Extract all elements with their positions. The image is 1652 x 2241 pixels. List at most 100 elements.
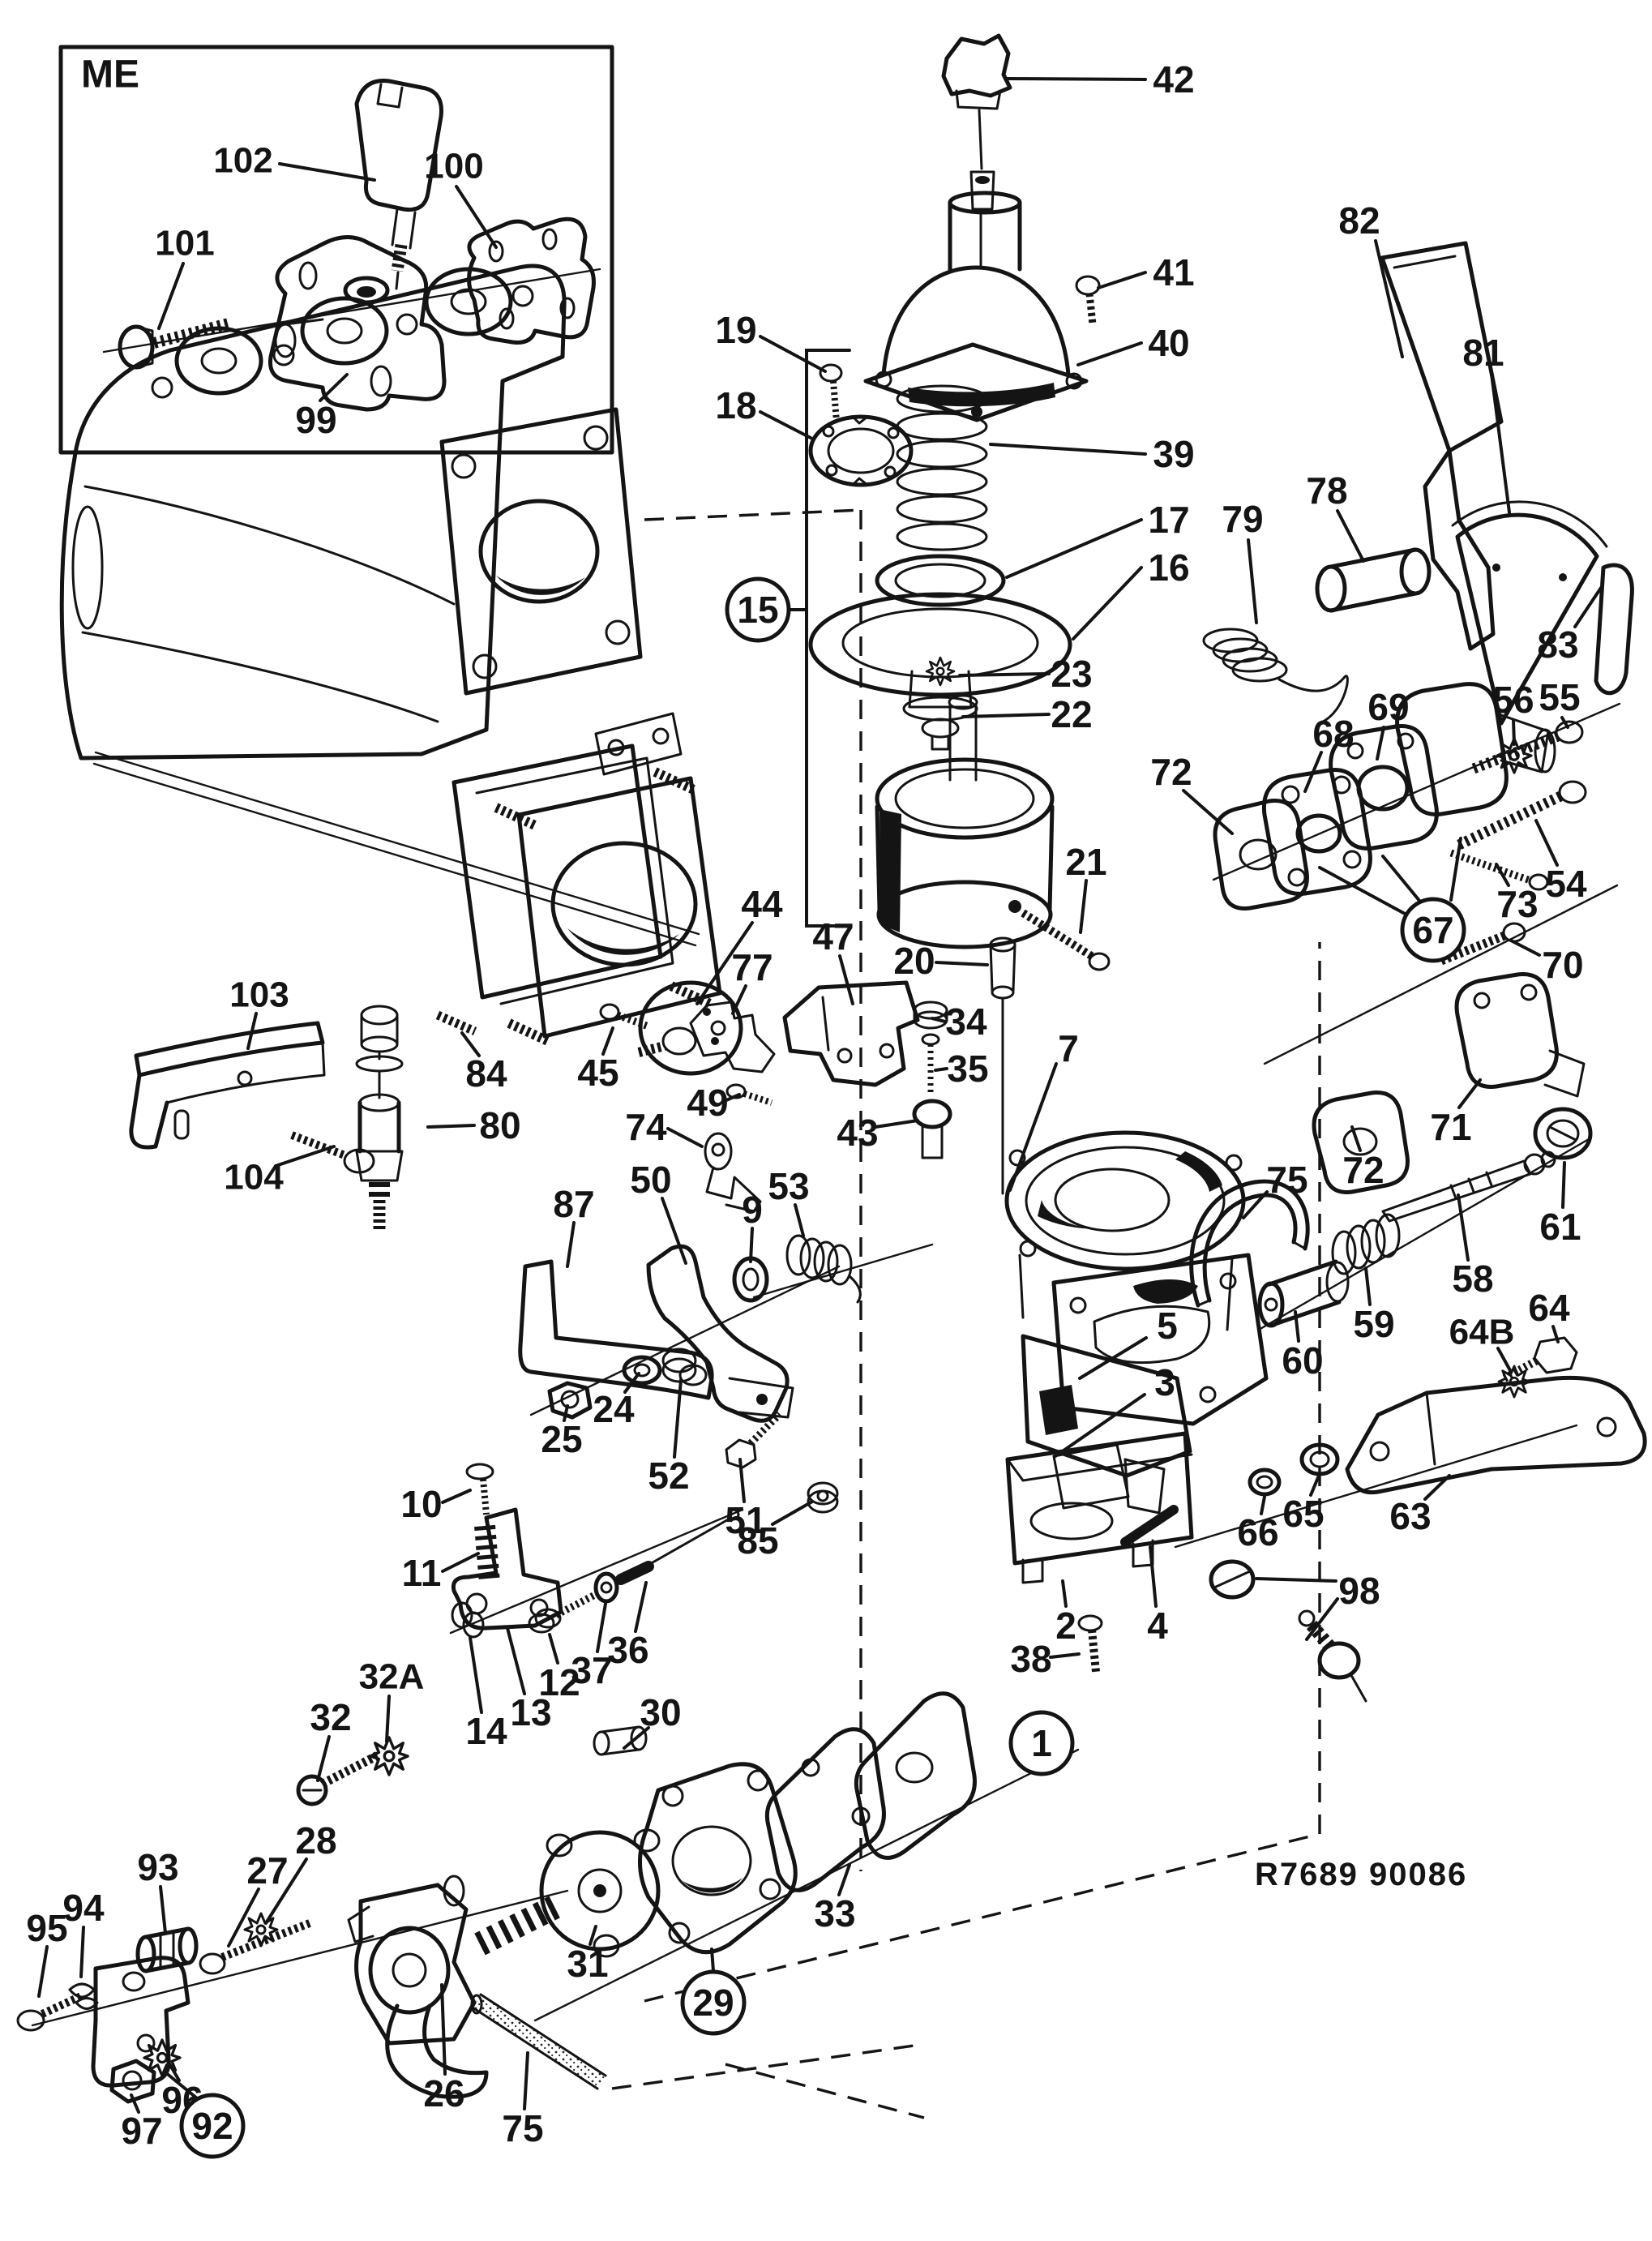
leader-line-47 xyxy=(838,954,854,1005)
leader-line-97 xyxy=(130,2093,140,2114)
leader-lines xyxy=(37,77,1603,2114)
part-label-39: 39 xyxy=(1153,433,1194,475)
part-label-31: 31 xyxy=(567,1943,608,1985)
needle-valve-cluster xyxy=(1174,1107,1647,1703)
inset-box-me xyxy=(58,45,614,455)
part-label-65: 65 xyxy=(1282,1493,1324,1535)
part-label-100: 100 xyxy=(424,147,483,186)
leader-line-49 xyxy=(725,1093,741,1102)
leader-line-94 xyxy=(79,1926,85,1978)
part-label-97: 97 xyxy=(121,2110,162,2152)
part-label-87: 87 xyxy=(553,1183,594,1225)
leader-line-64 xyxy=(1551,1325,1560,1343)
leader-line-2 xyxy=(1061,1579,1068,1608)
leader-line-79 xyxy=(1247,538,1258,624)
part-label-67: 67 xyxy=(1412,909,1453,951)
leader-line-65 xyxy=(1309,1474,1320,1497)
part-label-5: 5 xyxy=(1157,1305,1178,1347)
leader-line-26 xyxy=(440,1983,447,2076)
leader-line-16 xyxy=(1072,566,1143,641)
leader-line-77 xyxy=(731,984,747,1015)
part-label-16: 16 xyxy=(1148,546,1189,589)
leader-line-40 xyxy=(1076,341,1143,366)
leader-line-37 xyxy=(596,1602,607,1653)
part-label-55: 55 xyxy=(1539,676,1580,718)
part-label-28: 28 xyxy=(295,1819,336,1862)
part-label-36: 36 xyxy=(607,1629,648,1671)
leader-line-59 xyxy=(1364,1266,1372,1306)
part-label-38: 38 xyxy=(1010,1638,1051,1680)
part-label-7: 7 xyxy=(1058,1027,1079,1069)
part-label-103: 103 xyxy=(229,975,289,1015)
part-label-92: 92 xyxy=(191,2105,233,2147)
leader-line-100 xyxy=(455,185,498,249)
part-label-30: 30 xyxy=(640,1691,681,1733)
part-label-68: 68 xyxy=(1312,713,1354,755)
leader-line-69 xyxy=(1376,726,1385,761)
part-label-52: 52 xyxy=(648,1455,689,1497)
leader-line-38 xyxy=(1049,1652,1081,1659)
part-label-64: 64 xyxy=(1528,1287,1570,1329)
choke-shaft-cluster xyxy=(16,1736,921,2104)
part-label-23: 23 xyxy=(1051,653,1092,695)
part-label-43: 43 xyxy=(837,1112,878,1154)
leader-line-41 xyxy=(1097,271,1147,289)
leader-line-44 xyxy=(695,921,754,1005)
part-label-4: 4 xyxy=(1147,1605,1168,1647)
leader-line-60 xyxy=(1294,1310,1300,1343)
throttle-disc-and-brackets xyxy=(637,980,920,1213)
leader-line-72b xyxy=(1350,1125,1362,1152)
part-label-18: 18 xyxy=(715,384,756,426)
leader-line-29 xyxy=(710,1947,715,1973)
part-label-37: 37 xyxy=(571,1649,612,1691)
part-label-3: 3 xyxy=(1154,1361,1175,1403)
leader-line-9 xyxy=(749,1227,754,1263)
part-label-71: 71 xyxy=(1430,1106,1471,1148)
part-label-93: 93 xyxy=(137,1846,178,1888)
part-label-47: 47 xyxy=(812,915,854,958)
part-label-40: 40 xyxy=(1148,322,1189,364)
leader-line-23 xyxy=(958,672,1051,677)
part-label-15: 15 xyxy=(737,589,778,631)
part-label-14: 14 xyxy=(465,1710,507,1752)
part-label-50: 50 xyxy=(630,1159,671,1201)
part-label-21: 21 xyxy=(1065,841,1106,883)
leader-line-85 xyxy=(771,1500,814,1526)
leader-line-5 xyxy=(1078,1336,1148,1380)
leader-line-11 xyxy=(441,1552,480,1573)
part-label-34: 34 xyxy=(945,1001,987,1043)
part-label-66: 66 xyxy=(1237,1511,1278,1553)
part-label-60: 60 xyxy=(1282,1339,1323,1382)
part-label-83: 83 xyxy=(1537,623,1578,666)
leader-line-99 xyxy=(319,373,349,402)
part-label-circle-67 xyxy=(1400,897,1466,963)
leader-line-73 xyxy=(1495,863,1510,887)
part-label-32A: 32A xyxy=(359,1657,425,1697)
leader-line-84 xyxy=(460,1031,481,1057)
leader-line-25 xyxy=(563,1404,569,1422)
piston-and-needle xyxy=(875,694,1111,1195)
carburetor-body xyxy=(1004,1130,1310,1673)
part-label-29: 29 xyxy=(692,1982,734,2024)
leader-line-13 xyxy=(506,1626,526,1695)
leader-line-66 xyxy=(1260,1495,1266,1515)
leader-line-43 xyxy=(874,1119,919,1129)
figure-code: R7689 90086 xyxy=(1255,1857,1467,1892)
part-label-80: 80 xyxy=(479,1104,520,1146)
part-label-72b: 72 xyxy=(1342,1149,1384,1191)
leader-line-96 xyxy=(166,2059,181,2082)
leader-line-24 xyxy=(623,1372,640,1394)
leader-line-33 xyxy=(837,1863,851,1896)
part-label-94: 94 xyxy=(62,1887,105,1929)
leader-line-67 xyxy=(1449,837,1462,902)
leader-line-68 xyxy=(1303,751,1323,793)
leader-line-103 xyxy=(246,1012,258,1050)
part-label-56: 56 xyxy=(1492,679,1534,721)
leader-line-10 xyxy=(441,1489,472,1504)
leader-line-104 xyxy=(274,1145,336,1168)
part-label-12: 12 xyxy=(538,1661,580,1703)
part-label-53: 53 xyxy=(768,1165,809,1207)
leader-line-102 xyxy=(278,162,376,182)
